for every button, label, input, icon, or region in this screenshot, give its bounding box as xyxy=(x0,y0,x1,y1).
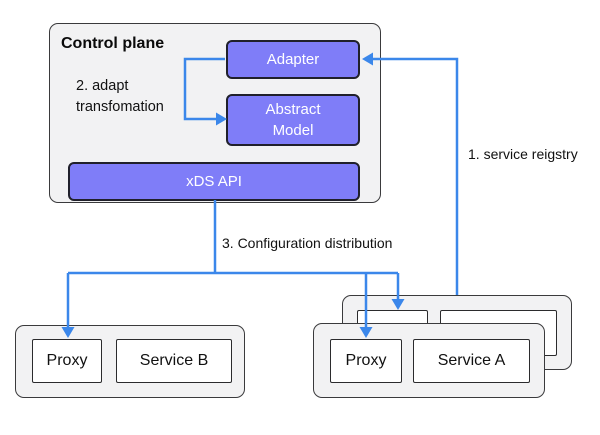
service-a-box: Service A xyxy=(413,339,530,383)
control-plane-title: Control plane xyxy=(61,35,165,52)
control-plane-container: Control plane 2. adapt transfomation Ada… xyxy=(49,23,381,203)
service-a-label: Service A xyxy=(437,352,506,369)
xds-api-box: xDS API xyxy=(68,162,360,201)
config-distribution-annotation: 3. Configuration distribution xyxy=(222,235,393,251)
abstract-model-line2: Model xyxy=(272,122,314,139)
service-b-proxy-box: Proxy xyxy=(32,339,102,383)
service-b-box: Service B xyxy=(116,339,232,383)
service-b-proxy-label: Proxy xyxy=(46,352,88,369)
adapter-label: Adapter xyxy=(266,51,320,68)
abstract-model-label: Abstract Model xyxy=(265,99,320,141)
adapter-box: Adapter xyxy=(226,40,360,79)
service-a-container-front: Proxy Service A xyxy=(313,323,545,398)
abstract-model-box: Abstract Model xyxy=(226,94,360,146)
abstract-model-line1: Abstract xyxy=(265,101,321,118)
adapt-transformation-note: 2. adapt transfomation xyxy=(76,76,164,118)
adapt-note-line1: 2. adapt xyxy=(76,78,129,94)
service-b-container: Proxy Service B xyxy=(15,325,245,398)
xds-api-label: xDS API xyxy=(186,173,242,190)
adapt-note-line2: transfomation xyxy=(76,99,164,115)
service-a-proxy-label: Proxy xyxy=(345,352,387,369)
service-registry-line xyxy=(372,57,459,295)
service-b-label: Service B xyxy=(139,352,209,369)
service-a-proxy-box: Proxy xyxy=(330,339,402,383)
service-registry-annotation: 1. service reigstry xyxy=(468,146,578,162)
